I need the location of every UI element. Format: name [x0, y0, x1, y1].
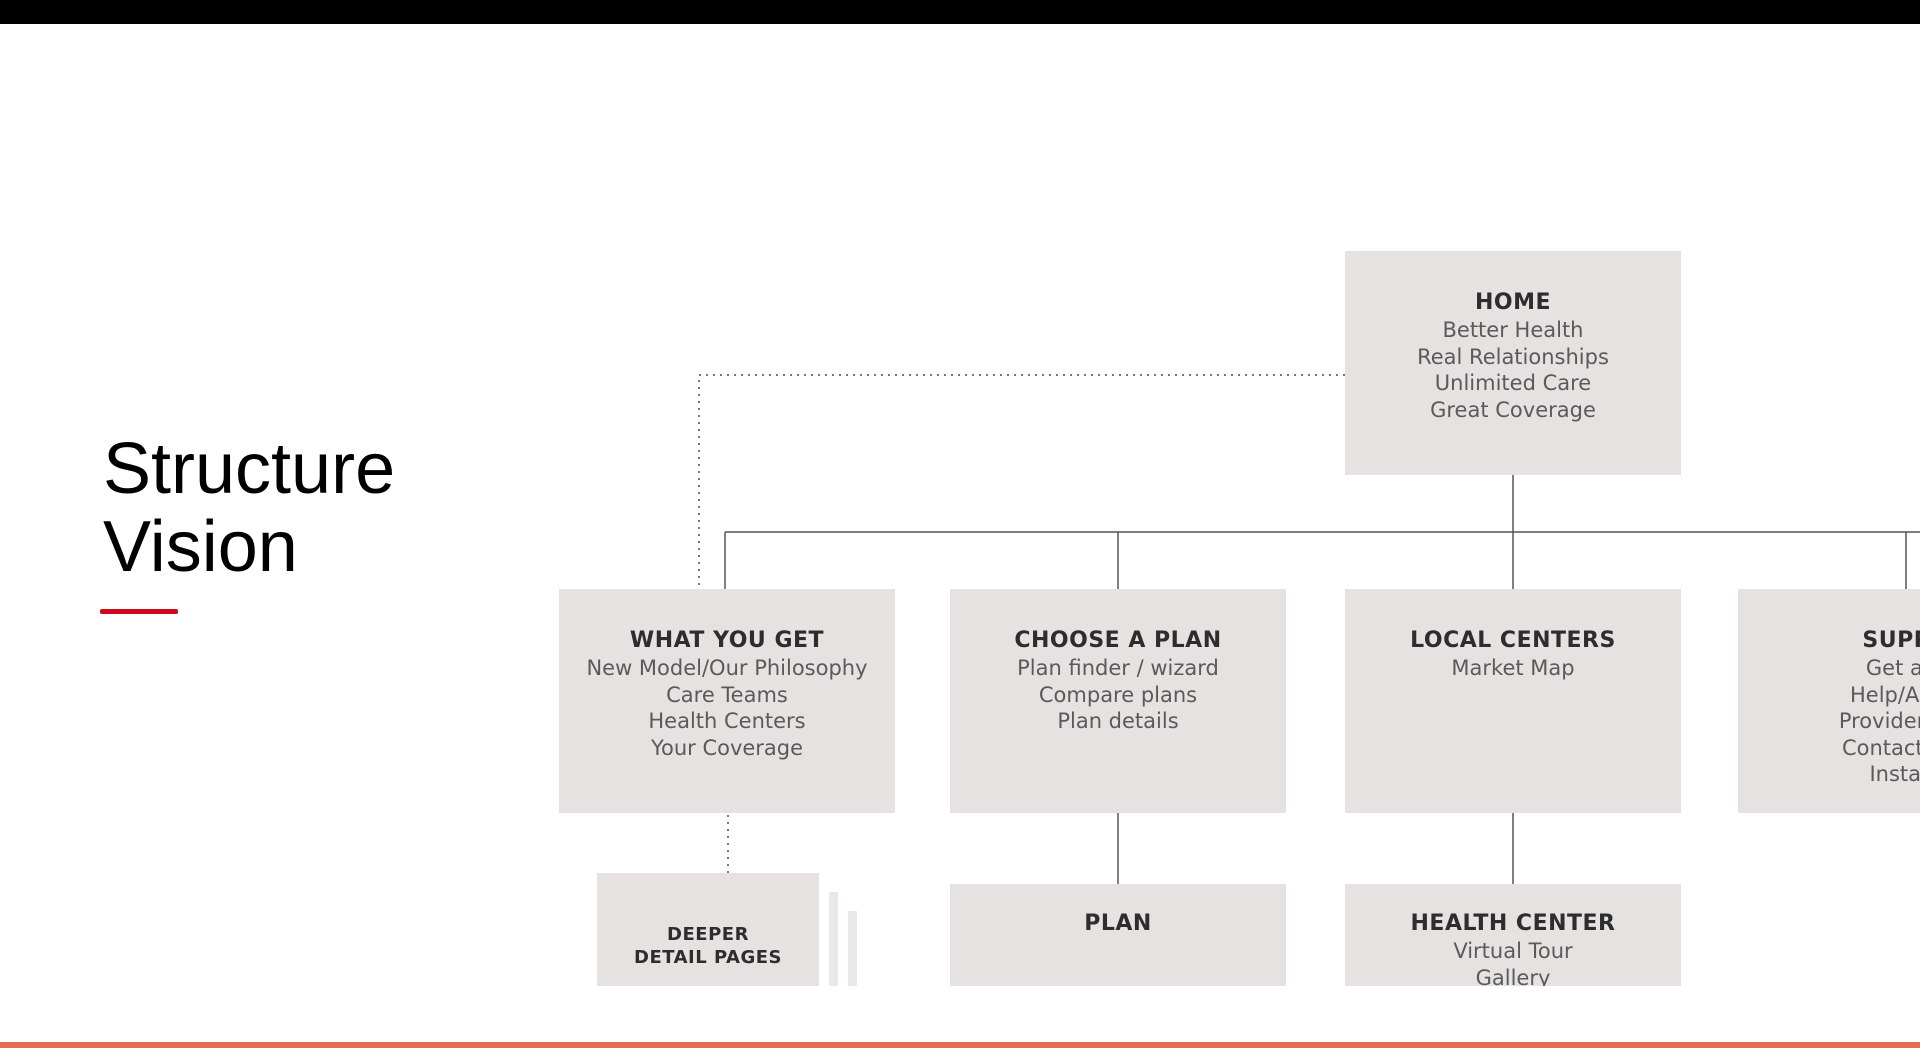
node-home-item: Unlimited Care [1434, 371, 1592, 396]
node-local-centers: LOCAL CENTERS Market Map [1345, 589, 1681, 813]
node-home-item: Real Relationships [1417, 344, 1609, 369]
node-support-title: SUPPO [1862, 628, 1920, 653]
node-deeper-title-line-1: DEEPER [667, 924, 749, 945]
dotted-connector-home-what [698, 374, 1345, 589]
node-home: HOME Better Health Real Relationships Un… [1345, 251, 1681, 475]
node-home-item: Great Coverage [1430, 397, 1596, 422]
node-health-center-item: Virtual Tour [1453, 939, 1573, 963]
node-what-you-get-item: Care Teams [666, 682, 788, 707]
node-what-you-get-item: Health Centers [648, 709, 806, 734]
node-support-item: Provider & M [1838, 709, 1920, 734]
node-choose-a-plan-title: CHOOSE A PLAN [1014, 628, 1222, 653]
top-black-bar [0, 0, 1920, 24]
slide-title-line-2: Vision [103, 507, 298, 587]
node-what-you-get-title: WHAT YOU GET [629, 628, 825, 653]
node-support-item: Get a Q [1865, 656, 1920, 680]
node-choose-a-plan-item: Compare plans [1038, 682, 1198, 707]
node-local-centers-item: Market Map [1451, 656, 1575, 680]
title-accent-underline [100, 609, 178, 614]
node-deeper-title-line-2: DETAIL PAGES [634, 947, 782, 968]
bottom-accent-bar [0, 1042, 1920, 1048]
node-deeper-detail-pages: DEEPER DETAIL PAGES [597, 873, 819, 986]
node-health-center: HEALTH CENTER Virtual Tour Gallery [1345, 884, 1681, 986]
node-choose-a-plan-item: Plan finder / wizard [1017, 656, 1219, 680]
node-home-title: HOME [1474, 290, 1552, 315]
node-health-center-title: HEALTH CENTER [1410, 911, 1616, 936]
node-plan: PLAN [950, 884, 1286, 986]
node-support-item: Instant [1869, 762, 1920, 787]
node-what-you-get: WHAT YOU GET New Model/Our Philosophy Ca… [559, 589, 895, 813]
slide-title-line-1: Structure [103, 429, 396, 509]
node-local-centers-title: LOCAL CENTERS [1410, 628, 1616, 653]
stacked-page-indicator [829, 892, 838, 986]
node-support: SUPPO Get a Q Help/Ask a Provider & M Co… [1738, 589, 1920, 813]
node-choose-a-plan: CHOOSE A PLAN Plan finder / wizard Compa… [950, 589, 1286, 813]
stacked-page-indicator [848, 911, 857, 986]
node-plan-title: PLAN [1084, 911, 1152, 936]
node-home-item: Better Health [1442, 318, 1584, 342]
node-what-you-get-item: New Model/Our Philosophy [586, 656, 868, 680]
node-choose-a-plan-item: Plan details [1057, 709, 1179, 734]
node-what-you-get-item: Your Coverage [650, 735, 804, 760]
slide-title: Structure Vision [103, 430, 395, 586]
node-support-item: Help/Ask a [1850, 682, 1920, 707]
node-health-center-item: Gallery [1475, 965, 1551, 986]
node-support-item: Contact Info [1841, 735, 1920, 760]
